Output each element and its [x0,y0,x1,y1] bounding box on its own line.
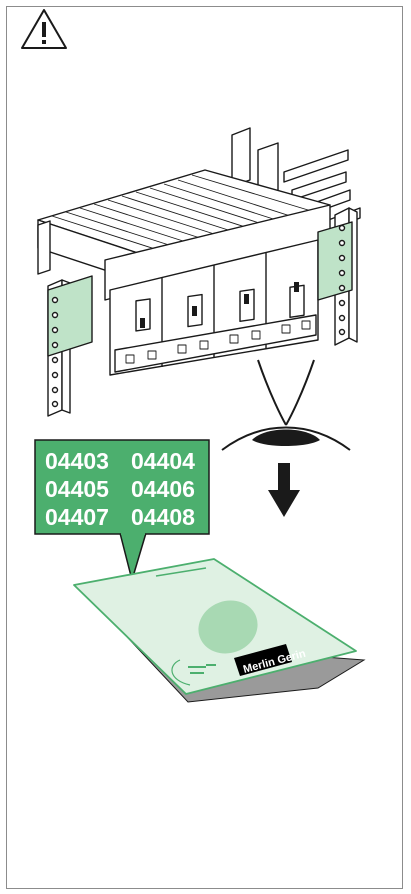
instruction-manual: Merlin Gerin [73,558,366,703]
code-04405: 04405 [45,476,109,502]
code-04407: 04407 [45,504,109,530]
warning-icon [21,9,67,49]
code-04408: 04408 [131,504,195,530]
circuit-breaker-assembly [37,127,361,417]
eye-icon [221,359,351,451]
code-04403: 04403 [45,448,109,474]
page-frame [6,6,403,889]
reference-callout: 04403 04404 04405 04406 04407 04408 [34,439,210,581]
code-04404: 04404 [131,448,195,474]
arrow-down-icon [268,463,300,517]
code-04406: 04406 [131,476,195,502]
